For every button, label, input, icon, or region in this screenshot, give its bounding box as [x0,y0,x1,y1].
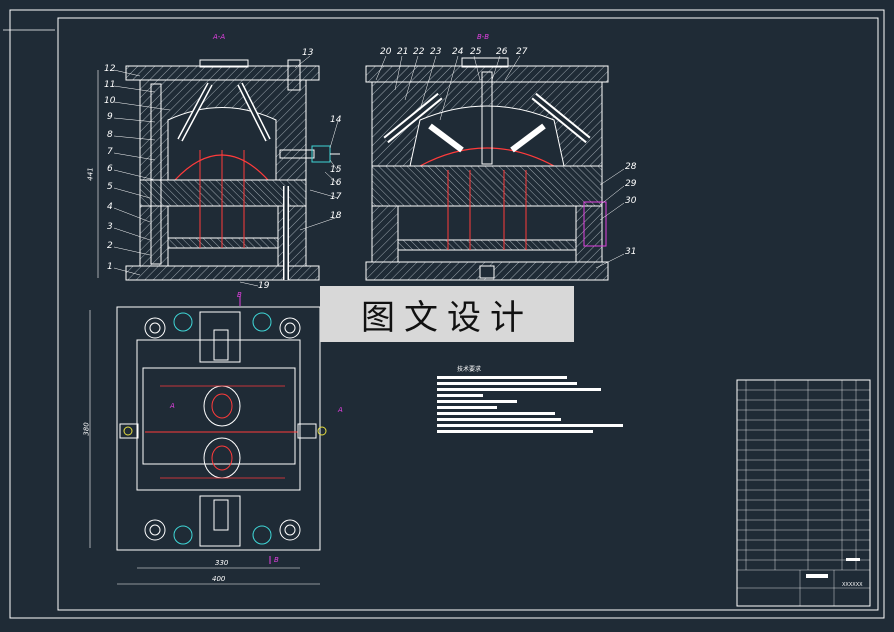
part-number-12: 12 [104,64,116,74]
part-number-17: 17 [330,192,342,202]
part-number-6: 6 [107,164,113,174]
section-a-a-view [97,55,340,287]
part-number-26: 26 [496,47,508,57]
part-number-25: 25 [470,47,482,57]
part-number-14: 14 [330,115,342,125]
part-number-15: 15 [330,165,342,175]
part-number-10: 10 [104,96,116,106]
view-marker-b-bottom: B [274,556,279,564]
technical-notes: 技术要求 [437,366,632,438]
part-number-28: 28 [625,162,637,172]
note-line [437,400,517,403]
inner-border [57,17,879,611]
part-number-11: 11 [104,80,116,90]
dimension-width-outer: 400 [212,575,226,583]
part-number-30: 30 [625,196,637,206]
note-line [437,406,497,409]
drawing-number: XXXXXX [842,582,863,588]
note-line [437,376,567,379]
note-line [437,418,561,421]
part-number-13: 13 [302,48,314,58]
part-number-27: 27 [516,47,528,57]
part-number-29: 29 [625,179,637,189]
part-number-3: 3 [107,222,113,232]
part-number-4: 4 [107,202,113,212]
dimension-width-inner: 330 [215,559,229,567]
watermark-banner: 图文设计 [320,286,574,342]
section-label-a-a: A-A [213,33,226,41]
part-number-18: 18 [330,211,342,221]
outer-border [9,9,885,619]
part-number-1: 1 [107,262,113,272]
view-marker-a-right: A [338,406,343,414]
section-label-b-b: B-B [477,33,490,41]
part-number-9: 9 [107,112,113,122]
view-marker-b-top: B [237,291,242,299]
note-line [437,394,483,397]
part-number-16: 16 [330,178,342,188]
note-line [437,430,593,433]
part-number-31: 31 [625,247,637,257]
plan-view [89,296,327,585]
part-number-20: 20 [380,47,392,57]
part-number-5: 5 [107,182,113,192]
note-line [437,424,623,427]
parts-list-table [736,379,871,607]
watermark-text: 图文设计 [361,297,533,338]
note-line [437,388,601,391]
part-number-19: 19 [258,281,270,291]
part-number-22: 22 [413,47,425,57]
part-number-2: 2 [107,241,113,251]
note-line [437,382,577,385]
dimension-height: 441 [86,167,95,181]
technical-notes-title: 技术要求 [457,366,482,373]
view-marker-a-left: A [170,402,175,410]
part-number-21: 21 [397,47,409,57]
part-number-7: 7 [107,147,113,157]
dimension-plan-height: 380 [82,422,91,436]
part-number-24: 24 [452,47,464,57]
note-line [437,412,555,415]
part-number-8: 8 [107,130,113,140]
part-number-23: 23 [430,47,442,57]
section-b-b-view [365,55,625,281]
